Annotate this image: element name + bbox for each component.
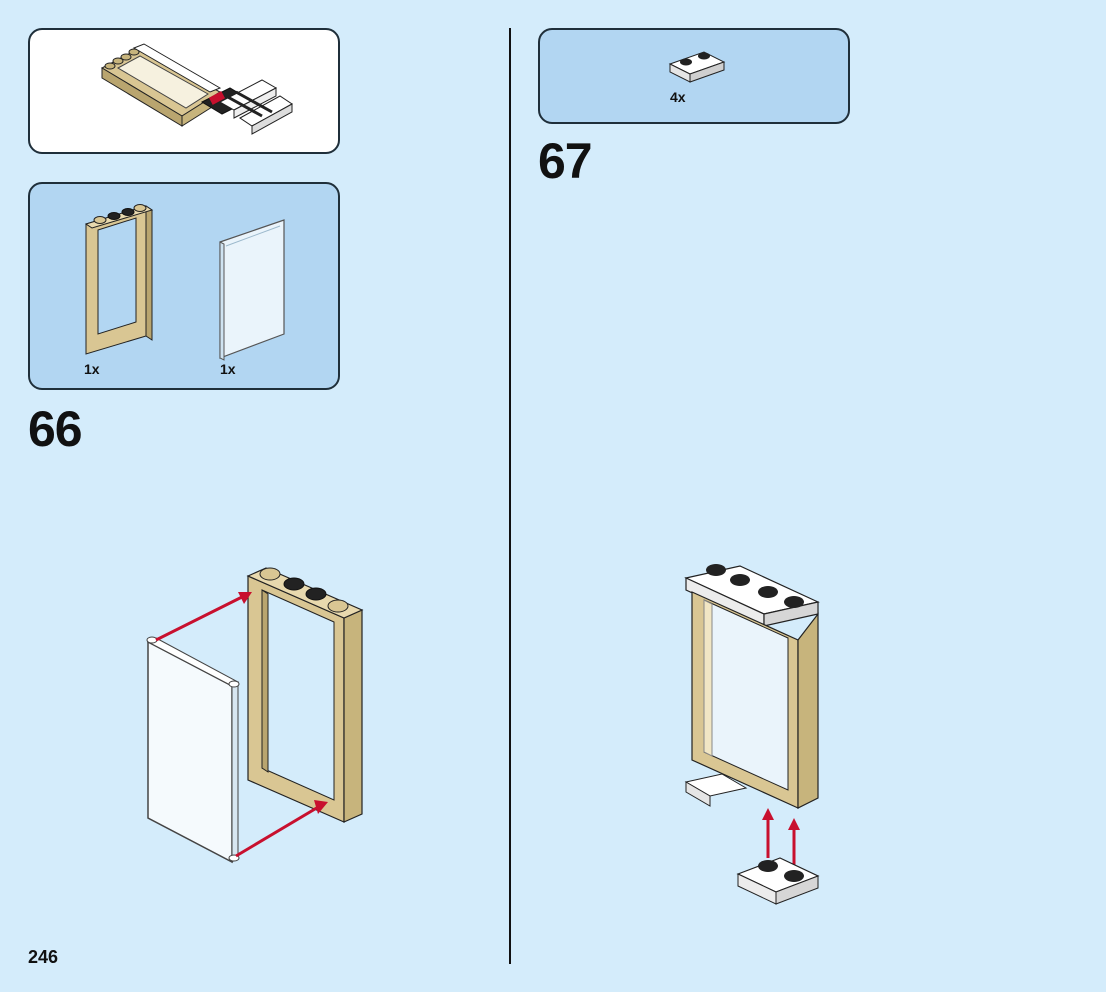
step66-number: 66 — [28, 401, 83, 457]
subassembly-callout — [28, 28, 340, 154]
step67-number: 67 — [538, 133, 593, 189]
white-plate-part — [668, 51, 726, 83]
step66-parts-panel: 1x 1x — [28, 182, 340, 390]
step66-illustration — [146, 567, 364, 864]
step66-part2-qty: 1x — [220, 361, 236, 377]
step66-part1-qty: 1x — [84, 361, 100, 377]
step67-part1-qty: 4x — [670, 89, 686, 105]
step67-illustration — [684, 564, 820, 905]
column-divider — [509, 28, 511, 964]
tan-door-frame-part — [84, 204, 154, 355]
glass-pane-part — [219, 219, 285, 361]
page-number: 246 — [28, 947, 59, 967]
step67-parts-panel: 4x — [538, 28, 850, 124]
subassembly-illustration — [100, 43, 293, 135]
